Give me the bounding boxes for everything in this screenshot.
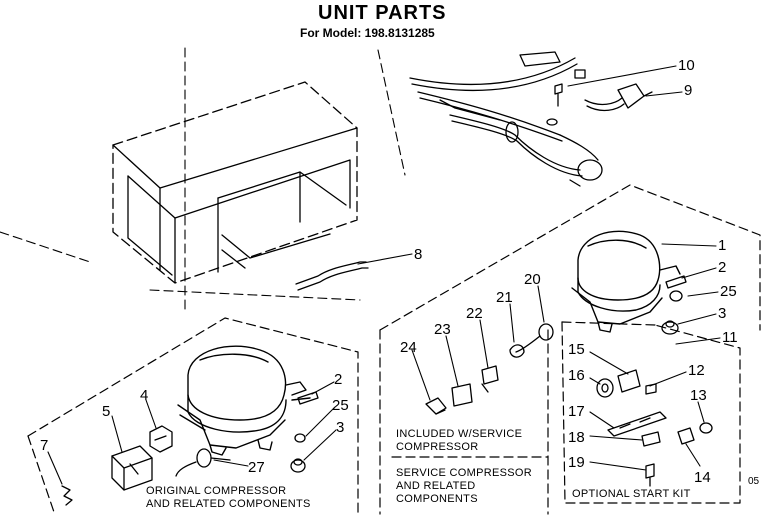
callout-20: 20 xyxy=(524,271,541,288)
callout-27: 27 xyxy=(248,459,265,476)
start-kit-outline xyxy=(561,321,741,504)
drier xyxy=(295,261,369,291)
callout-25-service: 25 xyxy=(720,283,737,300)
service-compressor-body xyxy=(571,230,681,333)
callout-4: 4 xyxy=(140,387,148,404)
page-title: UNIT PARTS xyxy=(318,2,447,24)
caption-start-kit: OPTIONAL START KIT xyxy=(572,488,691,500)
callout-18: 18 xyxy=(568,429,585,446)
original-electrical-parts xyxy=(61,425,231,506)
leader-lines xyxy=(47,65,721,485)
callout-25-original: 25 xyxy=(332,397,349,414)
callout-10: 10 xyxy=(678,57,695,74)
callout-9: 9 xyxy=(684,82,692,99)
callout-3-original: 3 xyxy=(336,419,344,436)
callout-23: 23 xyxy=(434,321,451,338)
callout-22: 22 xyxy=(466,305,483,322)
dashed-guide-lines xyxy=(0,47,406,311)
callout-2-service: 2 xyxy=(718,259,726,276)
caption-original-line1: ORIGINAL COMPRESSOR xyxy=(146,485,286,497)
callout-11: 11 xyxy=(722,329,738,346)
callout-13: 13 xyxy=(690,387,707,404)
cabinet-liner xyxy=(112,81,358,284)
caption-included-line1: INCLUDED W/SERVICE xyxy=(396,428,522,440)
callout-numbers: 10 9 8 1 2 25 3 11 15 16 12 13 17 18 14 … xyxy=(40,57,738,486)
original-compressor-body xyxy=(177,345,311,456)
caption-service-line1: SERVICE COMPRESSOR xyxy=(396,467,532,479)
wire-harness xyxy=(409,51,653,187)
callout-3-service: 3 xyxy=(718,305,726,322)
start-kit-parts xyxy=(596,369,713,487)
callout-24: 24 xyxy=(400,339,417,356)
included-parts xyxy=(425,323,554,415)
callout-7: 7 xyxy=(40,437,48,454)
original-compressor-group-outline xyxy=(27,317,359,516)
caption-service-line2: AND RELATED xyxy=(396,480,476,492)
model-subtitle: For Model: 198.8131285 xyxy=(300,26,435,40)
callout-15: 15 xyxy=(568,341,585,358)
callout-17: 17 xyxy=(568,403,585,420)
callout-14: 14 xyxy=(694,469,711,486)
caption-service-line3: COMPONENTS xyxy=(396,493,478,505)
original-mount-hardware xyxy=(290,391,319,473)
caption-original-line2: AND RELATED COMPONENTS xyxy=(146,498,311,510)
callout-12: 12 xyxy=(688,362,705,379)
callout-5: 5 xyxy=(102,403,110,420)
callout-1: 1 xyxy=(718,237,726,254)
callout-2-original: 2 xyxy=(334,371,342,388)
callout-16: 16 xyxy=(568,367,585,384)
page-code: 05 xyxy=(748,476,760,487)
callout-8: 8 xyxy=(414,246,422,263)
callout-19: 19 xyxy=(568,454,585,471)
callout-21: 21 xyxy=(496,289,513,306)
service-compressor-group-outline xyxy=(379,184,761,515)
caption-included-line2: COMPRESSOR xyxy=(396,441,478,453)
section-captions: ORIGINAL COMPRESSOR AND RELATED COMPONEN… xyxy=(146,428,760,510)
service-mount-hardware xyxy=(661,275,687,335)
